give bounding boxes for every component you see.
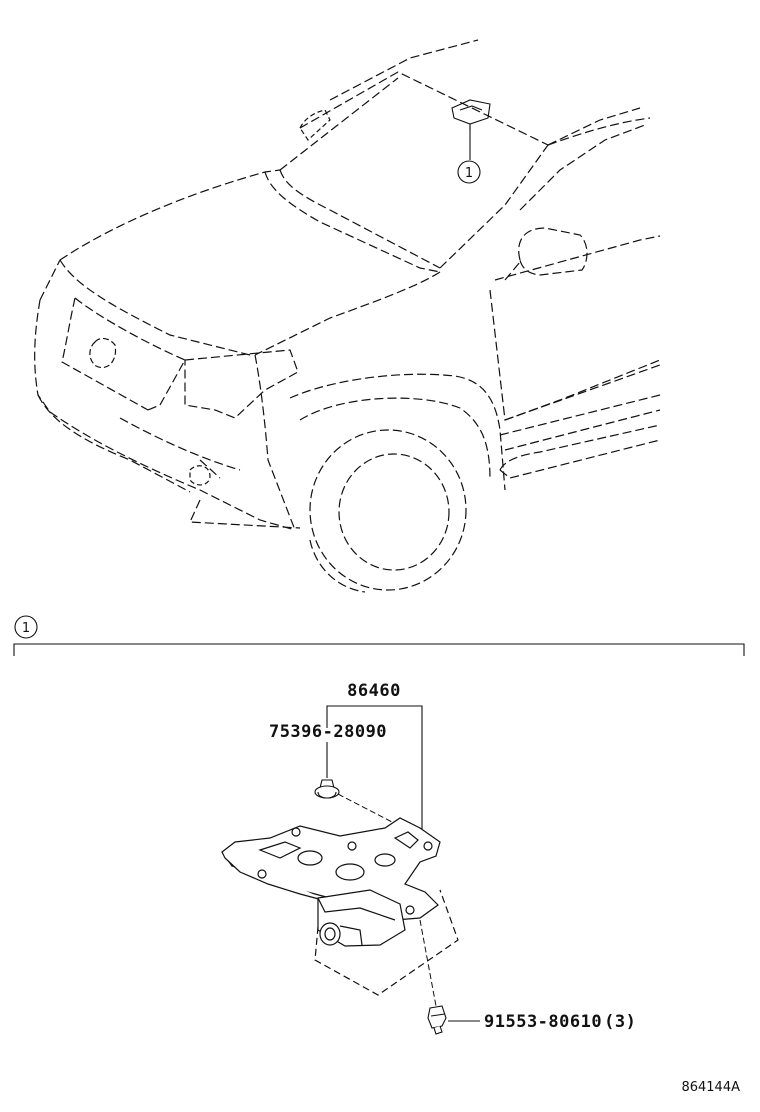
part-number-bolt-value: 91553-80610 — [484, 1012, 602, 1032]
bolt-dashed-guide — [419, 919, 437, 1007]
clip-icon — [314, 779, 340, 799]
callout-vehicle-label: 1 — [465, 166, 473, 181]
vehicle-outline — [34, 39, 661, 593]
bolt-icon — [427, 1005, 447, 1035]
part-number-assembly: 86460 — [347, 681, 401, 701]
callout-section: 1 — [14, 615, 38, 639]
callout-vehicle: 1 — [457, 160, 481, 184]
diagram-code: 864144A — [681, 1080, 740, 1095]
camera-bracket-assembly — [221, 817, 459, 996]
windshield-sensor-icon — [451, 99, 491, 130]
part-number-bolt-qty: (3) — [604, 1012, 636, 1032]
callout-section-label: 1 — [22, 621, 30, 636]
assembly-bracket — [326, 705, 423, 838]
part-number-clip: 75396-28090 — [269, 722, 387, 742]
section-bracket — [13, 643, 745, 656]
part-number-bolt: 91553-80610(3) — [484, 1012, 636, 1032]
